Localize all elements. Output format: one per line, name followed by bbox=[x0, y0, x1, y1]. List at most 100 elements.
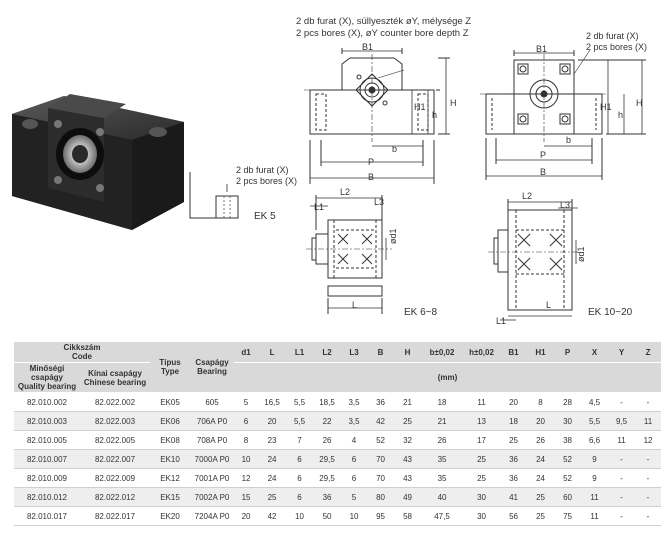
table-cell: 5,5 bbox=[286, 411, 314, 431]
table-cell: 42 bbox=[258, 506, 287, 526]
table-cell: 6 bbox=[286, 487, 314, 507]
ek10-side-dim-l2: L2 bbox=[522, 191, 533, 201]
ek6-8-front-view-drawing bbox=[304, 48, 450, 184]
ek5-bores-label-hu: 2 db furat (X) bbox=[236, 165, 289, 175]
table-cell: 15 bbox=[234, 487, 259, 507]
table-cell: - bbox=[635, 487, 662, 507]
table-cell: 25 bbox=[527, 487, 555, 507]
col-header: L3 bbox=[341, 342, 368, 363]
table-cell: 12 bbox=[234, 468, 259, 488]
table-cell: 82.010.003 bbox=[14, 411, 80, 431]
table-cell: 82.022.012 bbox=[80, 487, 151, 507]
table-cell: 20 bbox=[527, 411, 555, 431]
table-cell: 706A P0 bbox=[190, 411, 235, 431]
table-cell: 23 bbox=[258, 430, 287, 450]
ek6-dim-H: H bbox=[450, 98, 457, 108]
table-cell: 6 bbox=[286, 468, 314, 488]
table-cell: 25 bbox=[394, 411, 422, 431]
ek6-dim-h1: H1 bbox=[414, 102, 426, 112]
col-header: h±0,02 bbox=[463, 342, 501, 363]
header-code: Cikkszám Code bbox=[14, 342, 151, 363]
header-quality-en: Quality bearing bbox=[17, 382, 77, 391]
table-cell: 82.010.005 bbox=[14, 430, 80, 450]
table-cell: 56 bbox=[500, 506, 528, 526]
table-cell: 36 bbox=[367, 392, 395, 412]
table-cell: 36 bbox=[313, 487, 342, 507]
ek10-side-dim-d1: ød1 bbox=[576, 246, 586, 262]
table-cell: 17 bbox=[463, 430, 501, 450]
ek10-dim-b: b bbox=[566, 135, 572, 145]
table-cell: 42 bbox=[367, 411, 395, 431]
header-chinese-hu: Kínai csapágy bbox=[88, 368, 142, 378]
table-cell: 70 bbox=[367, 468, 395, 488]
table-cell: 6,6 bbox=[581, 430, 609, 450]
table-cell: 10 bbox=[286, 506, 314, 526]
header-chinese-en: Chinese bearing bbox=[83, 377, 147, 387]
header-chinese-bearing: Kínai csapágy Chinese bearing bbox=[80, 362, 151, 393]
table-cell: 21 bbox=[394, 392, 422, 412]
col-header: L bbox=[258, 342, 287, 363]
ek5-caption: EK 5 bbox=[254, 211, 276, 222]
table-cell: EK05 bbox=[150, 392, 191, 412]
col-header: b±0,02 bbox=[421, 342, 464, 363]
table-cell: 605 bbox=[190, 392, 235, 412]
table-cell: 18 bbox=[500, 411, 528, 431]
ek6-dim-p: P bbox=[368, 157, 375, 167]
table-cell: 9,5 bbox=[608, 411, 636, 431]
table-cell: 7 bbox=[286, 430, 314, 450]
header-type: Típus Type bbox=[150, 342, 191, 393]
table-cell: 5,5 bbox=[286, 392, 314, 412]
table-cell: 25 bbox=[527, 506, 555, 526]
ek6-dim-h: h bbox=[432, 110, 438, 120]
col-header: H1 bbox=[527, 342, 555, 363]
table-cell: - bbox=[608, 487, 636, 507]
ek10-side-dim-l3: L3 bbox=[560, 200, 571, 210]
table-cell: EK20 bbox=[150, 506, 191, 526]
table-cell: EK12 bbox=[150, 468, 191, 488]
table-cell: 82.022.005 bbox=[80, 430, 151, 450]
table-cell: 3,5 bbox=[341, 411, 368, 431]
ek10-20-front-view-drawing bbox=[480, 50, 646, 180]
table-cell: 9 bbox=[581, 468, 609, 488]
table-cell: 20 bbox=[234, 506, 259, 526]
header-unit: (mm) bbox=[234, 362, 662, 393]
table-cell: 8 bbox=[234, 430, 259, 450]
header-quality-bearing: Minőségi csapágy Quality bearing bbox=[14, 362, 80, 393]
table-cell: 24 bbox=[258, 449, 287, 469]
table-cell: 82.022.017 bbox=[80, 506, 151, 526]
table-cell: 36 bbox=[500, 449, 528, 469]
col-header: H bbox=[394, 342, 422, 363]
table-cell: - bbox=[608, 468, 636, 488]
ek6-side-dim-d1: ød1 bbox=[388, 228, 398, 244]
table-cell: 26 bbox=[313, 430, 342, 450]
table-cell: 29,5 bbox=[313, 468, 342, 488]
table-cell: 30 bbox=[554, 411, 582, 431]
spec-table: Cikkszám Code Típus Type Csapágy Bearing… bbox=[14, 342, 662, 526]
table-cell: 18,5 bbox=[313, 392, 342, 412]
table-cell: 13 bbox=[463, 411, 501, 431]
table-cell: 24 bbox=[258, 468, 287, 488]
table-cell: 40 bbox=[421, 487, 464, 507]
table-cell: 41 bbox=[500, 487, 528, 507]
table-cell: 10 bbox=[234, 449, 259, 469]
table-cell: 24 bbox=[527, 449, 555, 469]
col-header: d1 bbox=[234, 342, 259, 363]
table-cell: 8 bbox=[527, 392, 555, 412]
col-header: L2 bbox=[313, 342, 342, 363]
table-cell: 75 bbox=[554, 506, 582, 526]
col-header: B1 bbox=[500, 342, 528, 363]
table-cell: 6 bbox=[341, 449, 368, 469]
ek6-dim-b1: B1 bbox=[362, 42, 374, 52]
ek10-20-caption: EK 10~20 bbox=[588, 307, 633, 318]
table-cell: 52 bbox=[554, 449, 582, 469]
table-cell: 5 bbox=[234, 392, 259, 412]
table-cell: 30 bbox=[463, 487, 501, 507]
table-cell: EK08 bbox=[150, 430, 191, 450]
table-cell: 7001A P0 bbox=[190, 468, 235, 488]
ek10-side-dim-l: L bbox=[546, 300, 552, 310]
